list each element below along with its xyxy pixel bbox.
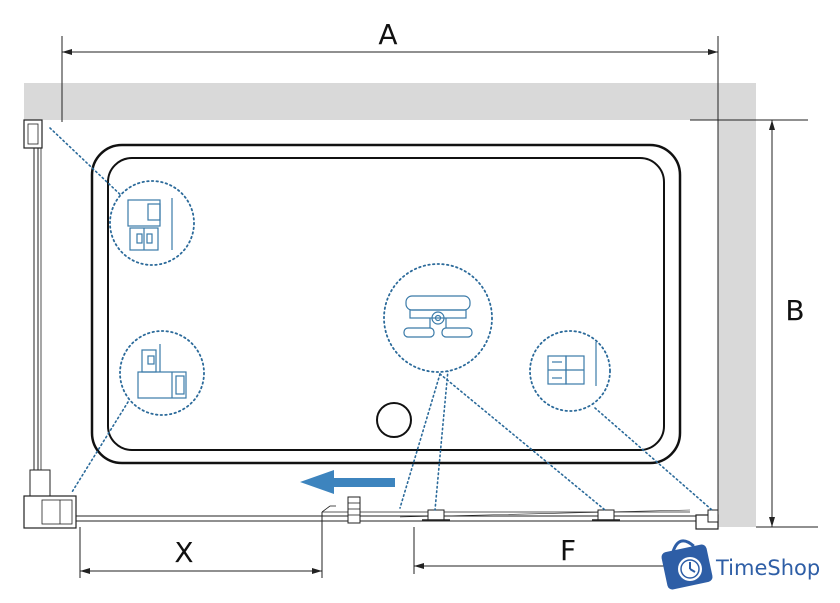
dimension-f: F	[413, 527, 700, 574]
arrow-left-icon	[300, 470, 395, 494]
roller-right	[592, 509, 620, 521]
dimension-a-label: A	[378, 18, 397, 51]
door-handle	[347, 496, 361, 524]
wall-profile-detail	[119, 330, 205, 416]
clock-bag-icon	[661, 539, 713, 590]
brand-name: TimeShop	[715, 556, 820, 580]
side-wall	[718, 120, 756, 527]
dimension-b: B	[690, 119, 808, 527]
back-wall	[24, 83, 756, 120]
roller-left	[422, 509, 450, 521]
end-profile-detail	[529, 330, 611, 412]
brand-logo[interactable]: TimeShop	[661, 539, 821, 591]
drain	[376, 402, 412, 438]
door-rail	[76, 505, 714, 522]
right-end-profile	[695, 509, 719, 530]
dimension-b-label: B	[785, 294, 804, 327]
dimension-x: X	[79, 512, 323, 578]
left-wall-profile	[23, 119, 77, 529]
roller-detail	[383, 263, 493, 373]
shower-tray	[90, 143, 682, 465]
dimension-f-label: F	[560, 534, 576, 567]
dimension-x-label: X	[174, 536, 193, 569]
corner-profile-detail	[109, 180, 195, 266]
dimension-a: A	[61, 18, 719, 127]
